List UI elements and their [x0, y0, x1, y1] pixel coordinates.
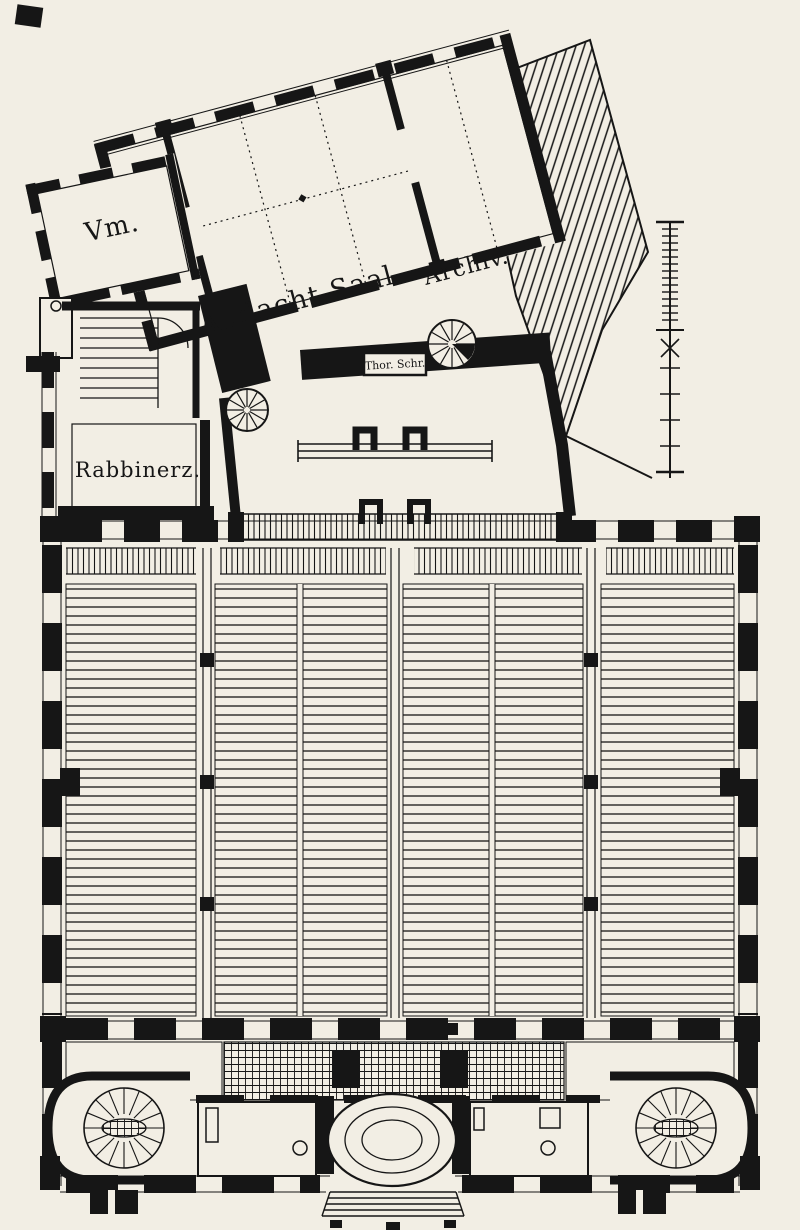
- connector-zone: Thor. Schr.: [225, 319, 572, 542]
- corner-pier: [734, 1016, 760, 1042]
- vault-dotted-lines: [203, 60, 499, 307]
- plate-mark: [14, 4, 44, 28]
- rabbinerz-room: [26, 352, 214, 520]
- vestibule-room: [25, 153, 201, 310]
- column: [340, 1023, 352, 1035]
- partition-wall: [411, 181, 444, 276]
- main-hall: [40, 516, 760, 1186]
- porch-pier: [316, 1096, 334, 1174]
- fixture: [540, 1140, 556, 1156]
- corner-pier: [734, 516, 760, 542]
- junction-wall: [219, 397, 241, 519]
- fixture: [50, 300, 62, 312]
- bima-bracket: [352, 426, 378, 450]
- fixture: [292, 1140, 308, 1156]
- column: [200, 775, 214, 789]
- corner-pier: [40, 1156, 60, 1190]
- wing-south-wall: [147, 229, 566, 352]
- thora-shrine-label: Thor. Schr.: [365, 356, 426, 372]
- scale-bar: [656, 220, 684, 478]
- spiral-stair-east: [427, 319, 477, 369]
- pilaster: [375, 59, 395, 78]
- bima-bracket: [359, 499, 383, 524]
- pilaster: [154, 118, 174, 137]
- spiral-stair-west: [225, 388, 269, 432]
- fixture: [473, 1107, 485, 1131]
- column: [584, 897, 598, 911]
- junction-masonry: [197, 283, 271, 394]
- pew-block-west: [65, 583, 197, 1017]
- corner-pier: [40, 1016, 66, 1042]
- entrance-zone: [40, 1041, 760, 1230]
- fixture: [205, 1107, 219, 1143]
- fixture: [539, 1107, 561, 1129]
- column: [584, 775, 598, 789]
- steps-upper: [297, 440, 493, 462]
- stair-treads: [80, 317, 189, 408]
- tiled-vestibule-floor: [223, 1041, 565, 1101]
- east-grand-staircase: [610, 1071, 757, 1185]
- floor-pier: [332, 1050, 360, 1088]
- pilaster: [428, 258, 447, 275]
- property-line: [565, 435, 653, 479]
- thora-shrine-box: [362, 351, 428, 377]
- column: [200, 653, 214, 667]
- partition-wall: [381, 70, 405, 131]
- corner-pier: [740, 1156, 760, 1190]
- steps-into-hall: [228, 499, 572, 542]
- rabbinerz-label: Rabbinerz.: [75, 458, 201, 482]
- column: [446, 1023, 458, 1035]
- entrance-porch: [316, 1092, 470, 1188]
- bima-bracket: [407, 499, 431, 524]
- pew-block-east: [600, 583, 735, 1017]
- wing-east-wall: [499, 32, 566, 244]
- stair-newel: [101, 1118, 147, 1138]
- column: [584, 653, 598, 667]
- bima-bracket: [402, 426, 428, 450]
- stair-newel: [653, 1118, 699, 1138]
- west-grand-staircase: [43, 1071, 190, 1185]
- porch-pier: [452, 1096, 470, 1174]
- junction-wall-east: [539, 350, 576, 517]
- corner-pier: [40, 516, 66, 542]
- column: [200, 897, 214, 911]
- exterior-entrance-steps: [321, 1191, 465, 1230]
- floor-pier: [440, 1050, 468, 1088]
